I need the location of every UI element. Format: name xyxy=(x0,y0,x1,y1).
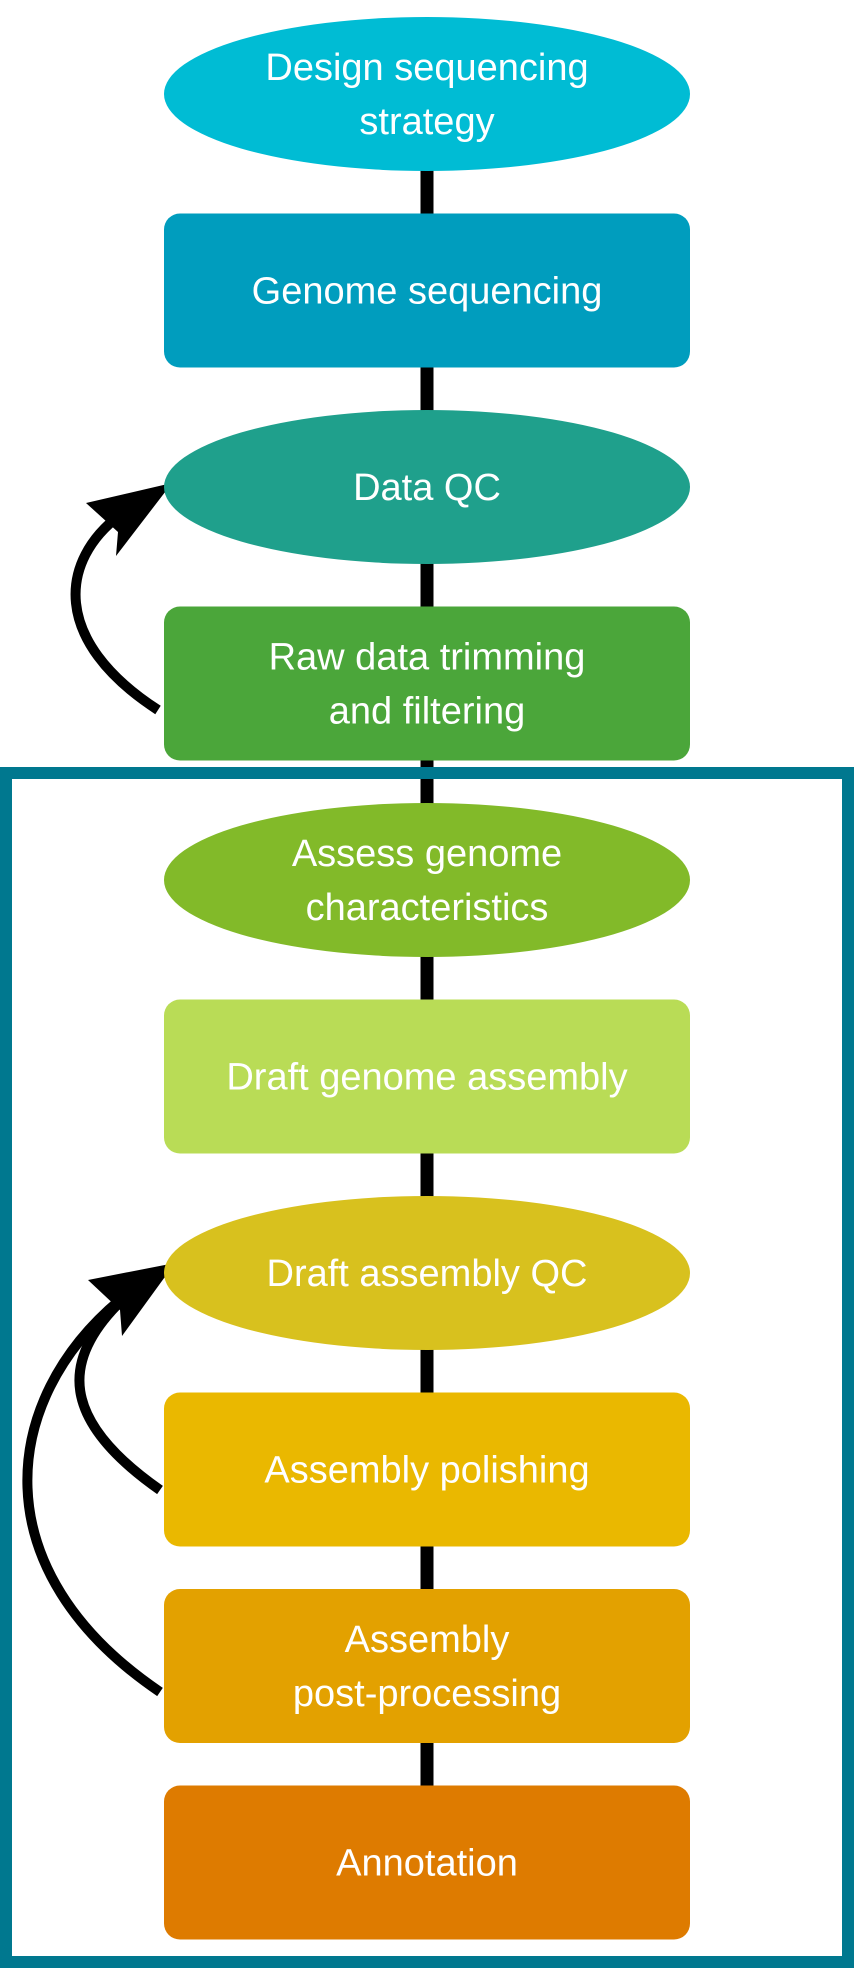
step-draft-assembly-box xyxy=(164,999,690,1154)
step-trimming: Raw data trimming and filtering xyxy=(164,606,690,761)
step-annotation-label-line-1: Annotation xyxy=(336,1843,518,1885)
step-assess: Assess genome characteristics xyxy=(164,803,690,957)
step-trimming-box xyxy=(164,606,690,761)
step-trimming-label-line-1: Raw data trimming xyxy=(269,637,586,679)
step-draft-qc: Draft assembly QC xyxy=(164,1196,690,1350)
step-assess-ellipse xyxy=(164,803,690,957)
arrowhead-trimming-to-qc xyxy=(86,483,172,556)
step-draft-assembly: Draft genome assembly xyxy=(164,999,690,1154)
step-sequencing-box xyxy=(164,213,690,368)
step-post-processing-label-line-2: post-processing xyxy=(293,1673,561,1715)
step-trimming-label-line-2: and filtering xyxy=(329,691,525,733)
step-data-qc-label-line-1: Data QC xyxy=(353,467,501,509)
step-post-processing: Assembly post-processing xyxy=(164,1589,690,1743)
step-draft-assembly-label-line-1: Draft genome assembly xyxy=(226,1057,627,1099)
step-assess-label-line-1: Assess genome xyxy=(292,833,562,875)
feedback-arrow-trimming-to-qc xyxy=(70,511,161,715)
step-design-ellipse xyxy=(164,17,690,171)
step-data-qc-ellipse xyxy=(164,410,690,564)
step-annotation: Annotation xyxy=(164,1785,690,1940)
step-polishing: Assembly polishing xyxy=(164,1392,690,1547)
step-data-qc: Data QC xyxy=(164,410,690,564)
arrowhead-to-draft-qc xyxy=(88,1263,175,1336)
step-post-processing-box xyxy=(164,1589,690,1743)
step-design-label-line-2: strategy xyxy=(359,101,494,143)
step-polishing-label-line-1: Assembly polishing xyxy=(264,1450,589,1492)
step-post-processing-label-line-1: Assembly xyxy=(345,1619,510,1661)
feedback-arrow-postprocessing-to-draft-qc xyxy=(22,1296,163,1697)
step-draft-qc-label-line-1: Draft assembly QC xyxy=(267,1253,588,1295)
assembly-section-frame xyxy=(0,767,854,1968)
step-annotation-box xyxy=(164,1785,690,1940)
step-sequencing: Genome sequencing xyxy=(164,213,690,368)
step-draft-qc-ellipse xyxy=(164,1196,690,1350)
step-assess-label-line-2: characteristics xyxy=(306,887,549,929)
step-polishing-box xyxy=(164,1392,690,1547)
step-design-label-line-1: Design sequencing xyxy=(265,47,588,89)
step-design: Design sequencing strategy xyxy=(164,17,690,171)
step-sequencing-label-line-1: Genome sequencing xyxy=(252,271,603,313)
